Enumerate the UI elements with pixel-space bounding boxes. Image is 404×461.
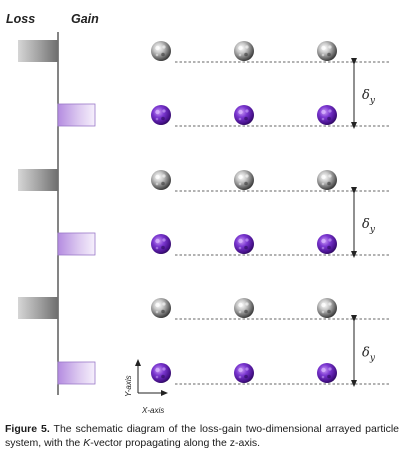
caption-figure-ref: Figure 5. bbox=[5, 423, 50, 435]
gain-particle bbox=[151, 363, 171, 383]
gain-particle bbox=[234, 234, 254, 254]
axis-indicator: Y-axis X-axis bbox=[124, 359, 168, 415]
loss-bar bbox=[18, 169, 58, 191]
y-axis-label: Y-axis bbox=[124, 375, 133, 397]
gain-particle bbox=[151, 105, 171, 125]
gain-particle bbox=[317, 363, 337, 383]
loss-particle bbox=[317, 41, 337, 61]
delta-y-label: δy bbox=[362, 217, 376, 235]
loss-particle bbox=[151, 170, 171, 190]
caption-text-b: -vector propagating along the z-axis. bbox=[90, 437, 261, 449]
loss-header: Loss bbox=[6, 12, 35, 26]
delta-y-label: δy bbox=[362, 346, 376, 364]
delta-y-marker: δy bbox=[351, 187, 376, 258]
loss-particle bbox=[317, 298, 337, 318]
loss-bar bbox=[18, 297, 58, 319]
row-6-gain bbox=[57, 361, 389, 385]
loss-particle bbox=[151, 298, 171, 318]
delta-subscript: y bbox=[369, 225, 376, 235]
delta-subscript: y bbox=[369, 354, 376, 364]
delta-y-marker: δy bbox=[351, 315, 376, 387]
delta-symbol: δ bbox=[362, 88, 370, 103]
gain-particle bbox=[317, 105, 337, 125]
row-1-loss bbox=[18, 40, 389, 63]
loss-particle bbox=[234, 298, 254, 318]
delta-y-label: δy bbox=[362, 88, 376, 106]
gain-bar bbox=[57, 232, 96, 256]
x-axis-label: X-axis bbox=[141, 406, 164, 415]
delta-subscript: y bbox=[369, 96, 376, 106]
figure-caption: Figure 5. The schematic diagram of the l… bbox=[5, 422, 399, 450]
delta-symbol: δ bbox=[362, 346, 370, 361]
particle-rows bbox=[18, 40, 389, 385]
gain-particle bbox=[234, 105, 254, 125]
delta-symbol: δ bbox=[362, 217, 370, 232]
loss-particle bbox=[151, 41, 171, 61]
gain-particle bbox=[234, 363, 254, 383]
delta-y-marker: δy bbox=[351, 58, 376, 129]
gain-bar bbox=[57, 103, 96, 127]
row-4-gain bbox=[57, 232, 389, 256]
row-3-loss bbox=[18, 169, 389, 192]
gain-particle bbox=[151, 234, 171, 254]
row-2-gain bbox=[57, 103, 389, 127]
caption-text-a: The schematic diagram of the loss-gain t… bbox=[5, 423, 399, 449]
loss-particle bbox=[317, 170, 337, 190]
gain-header: Gain bbox=[71, 12, 99, 26]
loss-bar bbox=[18, 40, 58, 62]
loss-particle bbox=[234, 41, 254, 61]
row-5-loss bbox=[18, 297, 389, 320]
loss-particle bbox=[234, 170, 254, 190]
gain-bar bbox=[57, 361, 96, 385]
caption-k-term: K bbox=[83, 437, 91, 449]
gain-particle bbox=[317, 234, 337, 254]
